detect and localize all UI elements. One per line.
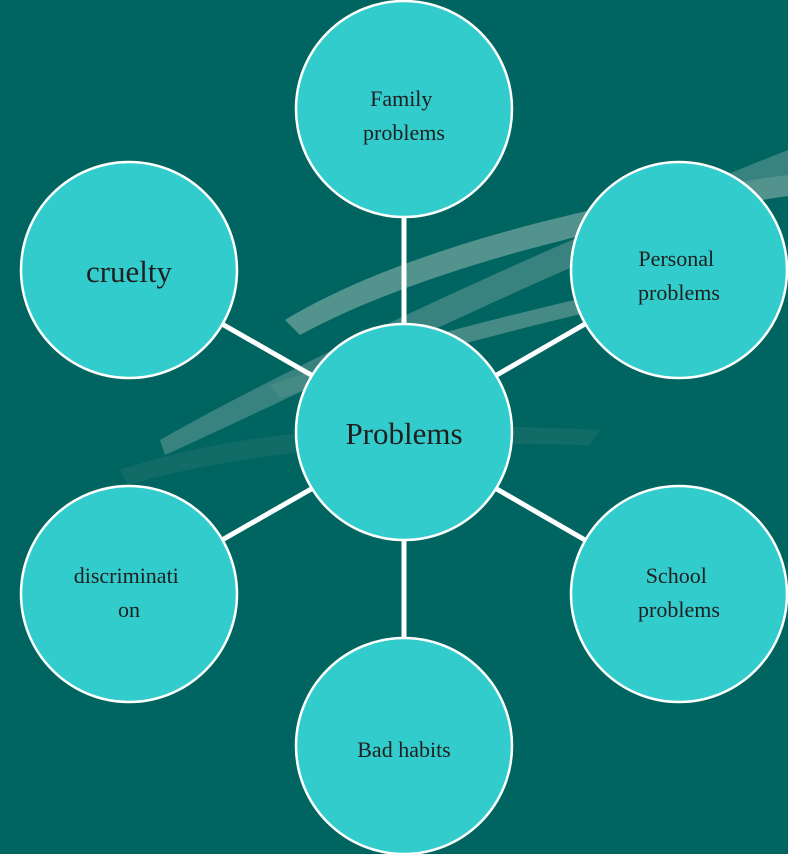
- center-label-line: Problems: [345, 416, 462, 451]
- node-personal-label-line-2: problems: [638, 280, 720, 305]
- node-bad-habits-circle: [294, 636, 514, 854]
- node-discrimination-label-line-1: discriminati: [74, 563, 179, 588]
- node-personal-label: Personal problems: [638, 246, 720, 305]
- node-cruelty-label: cruelty: [86, 254, 173, 289]
- node-school-label-line-2: problems: [638, 597, 720, 622]
- node-family-label: Family problems: [363, 86, 445, 145]
- node-family-label-line-1: Family: [370, 86, 432, 111]
- node-school-label: School problems: [638, 563, 720, 622]
- connector-cruelty: [220, 321, 315, 379]
- connector-group: [220, 217, 587, 643]
- node-cruelty-label-line-1: cruelty: [86, 254, 173, 289]
- node-school: School problems: [569, 484, 788, 704]
- center-node: Problems: [294, 322, 514, 542]
- node-school-label-line-1: School: [646, 563, 707, 588]
- node-discrimination-label-line-2: on: [118, 597, 140, 622]
- node-bad-habits-label: Bad habits: [357, 737, 451, 762]
- node-family-label-line-2: problems: [363, 120, 445, 145]
- node-school-circle: [569, 484, 788, 704]
- node-personal: Personal problems: [569, 160, 788, 380]
- node-family-circle: [294, 0, 514, 219]
- node-bad-habits: Bad habits: [294, 636, 514, 854]
- connector-discrimination: [220, 485, 315, 543]
- node-bad-habits-label-line-1: Bad habits: [357, 737, 451, 762]
- node-family: Family problems: [294, 0, 514, 219]
- node-cruelty-circle: [19, 160, 239, 380]
- center-node-label: Problems: [345, 416, 462, 451]
- node-personal-label-line-1: Personal: [638, 246, 714, 271]
- node-discrimination-label: discriminati on: [74, 563, 185, 622]
- node-discrimination: discriminati on: [19, 484, 239, 704]
- connector-personal: [493, 321, 587, 379]
- node-cruelty: cruelty: [19, 160, 239, 380]
- center-node-circle: [294, 322, 514, 542]
- node-discrimination-circle: [19, 484, 239, 704]
- connector-school: [493, 485, 587, 543]
- node-personal-circle: [569, 160, 788, 380]
